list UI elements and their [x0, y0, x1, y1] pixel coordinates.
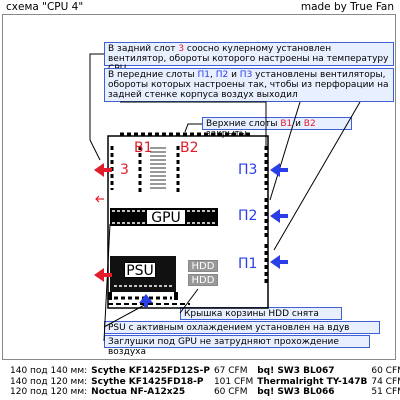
- fan-size: 120 под 120 мм:: [10, 387, 88, 397]
- psu-label: PSU: [124, 262, 156, 279]
- callout-rear-fan: В задний слот 3 соосно кулерному установ…: [104, 42, 394, 74]
- leader-line-rear: [89, 53, 104, 161]
- leader-line-front-p3: [120, 101, 267, 150]
- intake-arrow-p2: [270, 209, 288, 223]
- cpu-cooler: [150, 147, 166, 189]
- intake-arrow-p3: [270, 163, 288, 177]
- case-outline: [107, 135, 269, 309]
- slot-label-b1: В1: [134, 140, 153, 156]
- slot-label-3: 3: [120, 162, 129, 178]
- psu-foot-left: [108, 292, 112, 300]
- fan-cfm-2: 51 CFM: [371, 387, 400, 397]
- fan-cfm-2: 74 CFM: [371, 376, 400, 387]
- callout-front-text-a: В передние слоты: [108, 70, 198, 80]
- callout-front-p3: П3: [239, 70, 253, 80]
- intake-arrow-psu: [139, 294, 153, 307]
- exhaust-arrow-small: [95, 195, 104, 203]
- fan-size: 140 под 140 мм:: [10, 366, 88, 376]
- fan-model-1: Scythe KF1425FD12S-P: [91, 366, 210, 376]
- fan-cfm-1: 101 CFM: [213, 376, 254, 387]
- diagram-frame: [2, 14, 396, 360]
- slot-label-p1: П1: [238, 256, 258, 272]
- callout-front-p1: П1: [197, 70, 210, 80]
- leader-line-hdd: [179, 288, 199, 314]
- callout-front-fans: В передние слоты П1, П2 и П3 установлены…: [104, 68, 394, 102]
- callout-gpu-plugs: Заглушки под GPU не затрудняют прохожден…: [104, 335, 370, 357]
- fan-table: 140 под 140 мм: Scythe KF1425FD12S-P 67 …: [8, 366, 400, 398]
- fan-cfm-2: 60 CFM: [371, 366, 400, 376]
- callout-top-text-a: Верхние слоты: [206, 119, 281, 129]
- callout-front-sep1: ,: [209, 70, 216, 80]
- psu-foot-right: [174, 292, 178, 300]
- leader-line-top: [184, 123, 202, 133]
- fan-row: 140 под 140 мм: Scythe KF1425FD12S-P 67 …: [8, 366, 400, 377]
- hdd-label-2: HDD: [188, 274, 218, 286]
- diagram-title: схема "CPU 4": [6, 1, 84, 13]
- fan-model-2: bq! SW3 BL066: [257, 387, 335, 397]
- exhaust-arrow-rear: [94, 163, 112, 177]
- fan-row: 140 под 120 мм: Scythe KF1425FD18-P 101 …: [8, 377, 400, 388]
- fan-model-1: Scythe KF1425FD18-P: [91, 376, 204, 387]
- leader-line-psu: [103, 301, 151, 328]
- callout-top-mid: и: [292, 119, 304, 129]
- leader-line-front-p1: [273, 101, 361, 251]
- exhaust-arrow-psu: [94, 268, 112, 282]
- fan-row: 120 под 120 мм: Noctua NF-A12x25 60 CFM …: [8, 387, 400, 398]
- callout-front-sep2: и: [228, 70, 240, 80]
- leader-line-front-p2: [269, 101, 301, 201]
- gpu-label: GPU: [146, 209, 186, 226]
- fan-cfm-1: 60 CFM: [213, 387, 248, 397]
- author-credit: made by True Fan: [300, 1, 394, 13]
- fan-model-2: bq! SW3 BL067: [257, 366, 335, 376]
- callout-rear-text-a: В задний слот: [108, 44, 179, 54]
- callout-top-b2: В2: [303, 119, 316, 129]
- slot-label-p3: П3: [238, 162, 258, 178]
- slot-label-b2: В2: [180, 140, 199, 156]
- leader-line-gpu: [103, 223, 111, 342]
- intake-arrow-p1: [270, 255, 288, 269]
- slot-label-p2: П2: [238, 208, 258, 224]
- callout-front-text-b: установлены вентиляторы, обороты которых…: [108, 70, 389, 100]
- callout-top-b1: В1: [280, 119, 293, 129]
- callout-rear-slot: 3: [178, 44, 185, 54]
- callout-front-p2: П2: [215, 70, 229, 80]
- hdd-label-1: HDD: [188, 260, 218, 272]
- fan-model-1: Noctua NF-A12x25: [91, 387, 186, 397]
- fan-model-2: Thermalright TY-147B: [257, 376, 368, 387]
- fan-recommendations: 140 под 140 мм: Scythe KF1425FD12S-P 67 …: [8, 366, 400, 398]
- fan-cfm-1: 67 CFM: [213, 366, 248, 376]
- fan-size: 140 под 120 мм:: [10, 376, 88, 387]
